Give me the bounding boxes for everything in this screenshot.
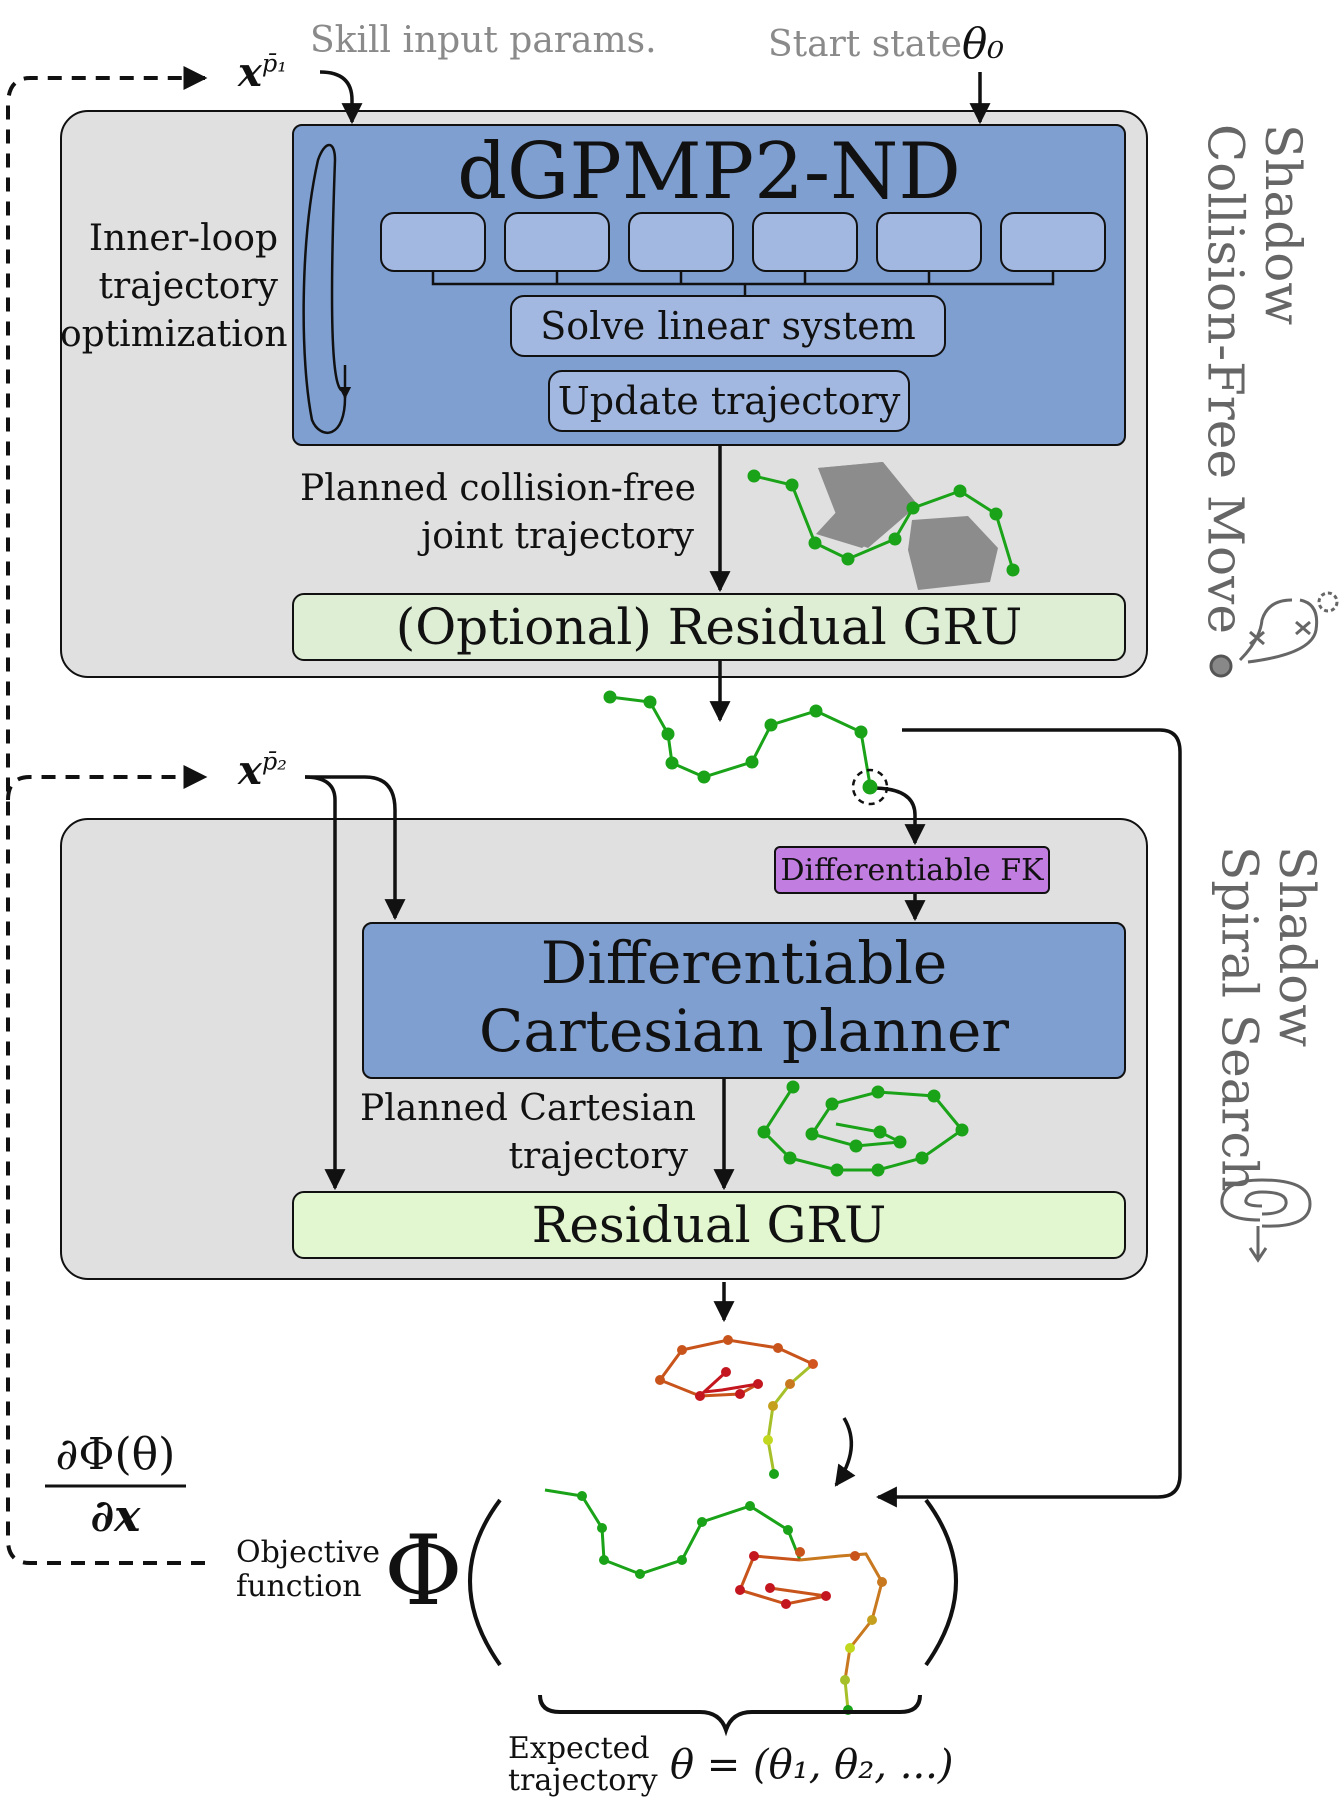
update-trajectory-box: Update trajectory <box>548 370 910 432</box>
factor-box <box>1000 212 1106 272</box>
xp2-to-planner-arrow <box>305 775 406 921</box>
joint-trajectory-bypass-arrow <box>875 728 1182 1508</box>
gradient-denominator: ∂x <box>90 1491 141 1542</box>
cartesian-planner-block <box>362 922 1126 1079</box>
cartesian-spiral-trajectory <box>757 1080 969 1177</box>
factor-box <box>380 212 486 272</box>
residual-spiral-output <box>657 1338 814 1475</box>
optional-residual-gru-box: (Optional) Residual GRU <box>292 593 1126 661</box>
expected-label-line1: Expected <box>508 1731 650 1766</box>
inner-loop-arrow <box>302 143 347 435</box>
expected-trajectory <box>544 1488 884 1711</box>
theta0-symbol: θ₀ <box>962 19 1005 68</box>
planned-joint-label-line2: joint trajectory <box>421 516 694 557</box>
cartesian-planner-label-line2: Cartesian planner <box>478 997 1009 1065</box>
inner-loop-label-line1: Inner-loop <box>88 218 278 259</box>
x-p1-symbol: xp̄₁ <box>238 49 287 96</box>
skill-input-params-label: Skill input params. <box>310 20 657 61</box>
endpoint-to-fk-arrow <box>871 786 926 846</box>
phi-symbol: Φ <box>384 1515 463 1627</box>
planned-cartesian-label-line2: trajectory <box>508 1136 688 1177</box>
x-p2-symbol: xp̄₂ <box>238 747 287 794</box>
dgpmp2-title: dGPMP2-ND <box>457 127 961 217</box>
factor-box <box>504 212 610 272</box>
obstacle <box>818 462 918 548</box>
planned-cartesian-label-line1: Planned Cartesian <box>360 1088 696 1129</box>
differentiable-fk-box: Differentiable FK <box>774 846 1050 894</box>
objective-label-line1: Objective <box>236 1535 381 1570</box>
xp2-to-gru-arrow <box>304 775 346 1191</box>
expected-brace <box>538 1694 922 1737</box>
collision-free-trajectory <box>747 469 1020 577</box>
expected-trajectory-points <box>577 1491 887 1715</box>
planned-joint-label-line1: Planned collision-free <box>300 468 696 509</box>
gradient-feedback-dashed <box>6 66 208 1565</box>
collision-free-move-icon <box>1209 591 1339 678</box>
cartesian-planner-label-line1: Differentiable <box>540 929 948 997</box>
joint-trajectory-output <box>603 690 878 795</box>
expected-label-line2: trajectory <box>508 1763 658 1798</box>
trajectory-endpoint-highlight <box>851 768 889 806</box>
merge-curved-arrow <box>834 1417 856 1487</box>
factor-box <box>876 212 982 272</box>
inner-loop-label-line2: trajectory <box>98 266 278 307</box>
inner-loop-label-line3: optimization <box>60 314 288 355</box>
phi-right-paren <box>924 1498 958 1667</box>
skill-params-arrow <box>319 70 363 125</box>
phi-left-paren <box>468 1498 502 1667</box>
factor-connectors <box>431 272 1055 297</box>
solve-linear-system-box: Solve linear system <box>510 295 946 357</box>
theta-equation: θ = (θ₁, θ₂, ...) <box>670 1742 954 1788</box>
residual-spiral-points <box>655 1335 818 1479</box>
spiral-search-icon <box>1220 1178 1312 1263</box>
obstacle <box>908 516 998 590</box>
objective-label-line2: function <box>236 1569 362 1604</box>
residual-gru-box: Residual GRU <box>292 1191 1126 1259</box>
gradient-numerator: ∂Φ(θ) <box>55 1429 176 1480</box>
start-state-label: Start state <box>768 24 962 65</box>
factor-box <box>752 212 858 272</box>
factor-box <box>628 212 734 272</box>
